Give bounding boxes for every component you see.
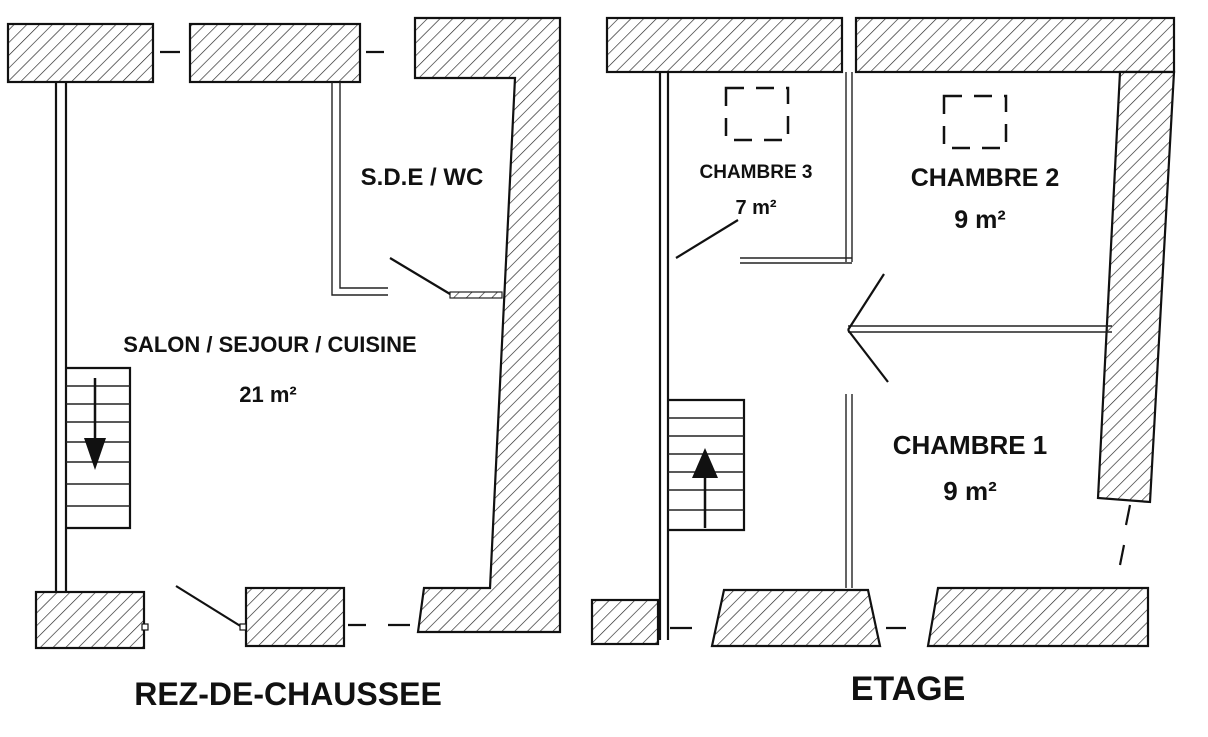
upper-bottom-wall-middle: [710, 588, 882, 648]
arrow-up-icon: [692, 448, 718, 478]
bedroom1-area: 9 m²: [943, 476, 997, 506]
ground-floor-title: REZ-DE-CHAUSSEE: [134, 676, 442, 712]
bedroom3-area: 7 m²: [735, 197, 776, 219]
bedroom3-label: CHAMBRE 3: [700, 162, 813, 183]
living-room-label: SALON / SEJOUR / CUISINE: [123, 332, 416, 357]
living-room-area: 21 m²: [239, 382, 296, 407]
staircase-down: [66, 366, 132, 530]
arrow-down-icon: [84, 438, 106, 470]
skylight-bedroom2: [942, 94, 1008, 150]
upper-floor-plan: CHAMBRE 3 7 m² CHAMBRE 2 9 m² CHAMBRE 1 …: [590, 16, 1176, 708]
bathroom-wall-stub: [449, 291, 503, 299]
upper-window-right-2: [1118, 544, 1126, 566]
upper-floor-title: ETAGE: [851, 670, 966, 708]
ground-top-wall-middle: [188, 22, 362, 84]
bedroom1-label: CHAMBRE 1: [893, 430, 1048, 460]
bedroom2-door: [847, 273, 885, 331]
ground-bottom-wall-middle: [244, 586, 346, 648]
door-hinge: [141, 623, 149, 631]
skylight-bedroom3: [724, 86, 790, 142]
bedroom2-area: 9 m²: [954, 206, 1005, 234]
upper-top-wall-right: [854, 16, 1176, 74]
door-hinge: [239, 623, 247, 631]
ground-top-wall-left: [6, 22, 155, 84]
upper-right-wall: [1096, 70, 1176, 504]
entrance-door: [175, 585, 243, 628]
upper-bottom-wall-right: [926, 586, 1150, 648]
bedroom1-door: [847, 329, 889, 383]
bathroom-door: [389, 257, 451, 295]
ground-bottom-wall-left: [34, 590, 146, 650]
upper-bottom-wall-left: [590, 598, 660, 646]
bathroom-label: S.D.E / WC: [361, 164, 484, 191]
ground-right-wall: [413, 16, 562, 634]
bathroom-partition: [331, 82, 388, 296]
bedroom3-door: [675, 219, 739, 259]
staircase-up: [668, 398, 746, 532]
upper-window-right: [1124, 504, 1132, 526]
upper-top-wall-left: [605, 16, 844, 74]
bathroom-partition-inner: [339, 82, 388, 289]
ground-floor-plan: S.D.E / WC SALON / SEJOUR / CUISINE 21 m…: [6, 16, 562, 712]
bedroom2-label: CHAMBRE 2: [911, 164, 1060, 192]
